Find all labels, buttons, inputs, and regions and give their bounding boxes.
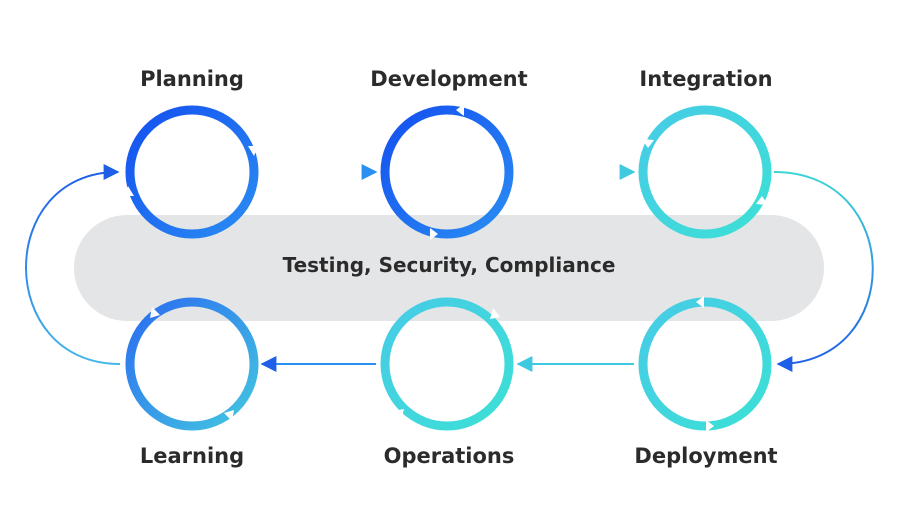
learning-label: Learning xyxy=(140,444,244,468)
stage-planning: Planning xyxy=(124,67,259,239)
deployment-ring xyxy=(638,297,772,431)
deployment-ring-arrow xyxy=(696,296,704,308)
deployment-label: Deployment xyxy=(634,444,777,468)
development-ring xyxy=(380,105,514,239)
arrow-integration-to-deployment xyxy=(773,171,874,372)
stage-integration: Integration xyxy=(638,67,773,239)
planning-ring-arrow xyxy=(248,146,258,156)
operations-ring xyxy=(380,297,514,431)
integration-ring xyxy=(638,105,772,239)
operations-label: Operations xyxy=(384,444,515,468)
arrow-learning-to-planning xyxy=(25,164,121,365)
learning-ring-arrow xyxy=(150,307,160,318)
integration-ring-arrow xyxy=(642,139,654,148)
learning-ring-arrow xyxy=(224,410,234,421)
operations-ring-arrow xyxy=(490,308,500,319)
learning-ring xyxy=(125,297,259,431)
integration-ring-arrow xyxy=(756,196,768,205)
operations-ring-arrow xyxy=(394,409,404,420)
development-ring-arrow xyxy=(430,228,438,240)
planning-ring-arrow xyxy=(124,186,134,196)
deployment-ring-arrow xyxy=(706,420,714,432)
integration-label: Integration xyxy=(639,67,772,91)
planning-ring xyxy=(125,105,259,239)
development-ring-arrow xyxy=(456,104,464,116)
stage-development: Development xyxy=(370,67,528,240)
planning-label: Planning xyxy=(140,67,244,91)
stage-learning: Learning xyxy=(125,297,259,468)
development-label: Development xyxy=(370,67,527,91)
stage-deployment: Deployment xyxy=(634,296,778,468)
stage-operations: Operations xyxy=(380,297,515,468)
testing-band-label: Testing, Security, Compliance xyxy=(283,253,616,277)
testing-band xyxy=(74,215,824,321)
